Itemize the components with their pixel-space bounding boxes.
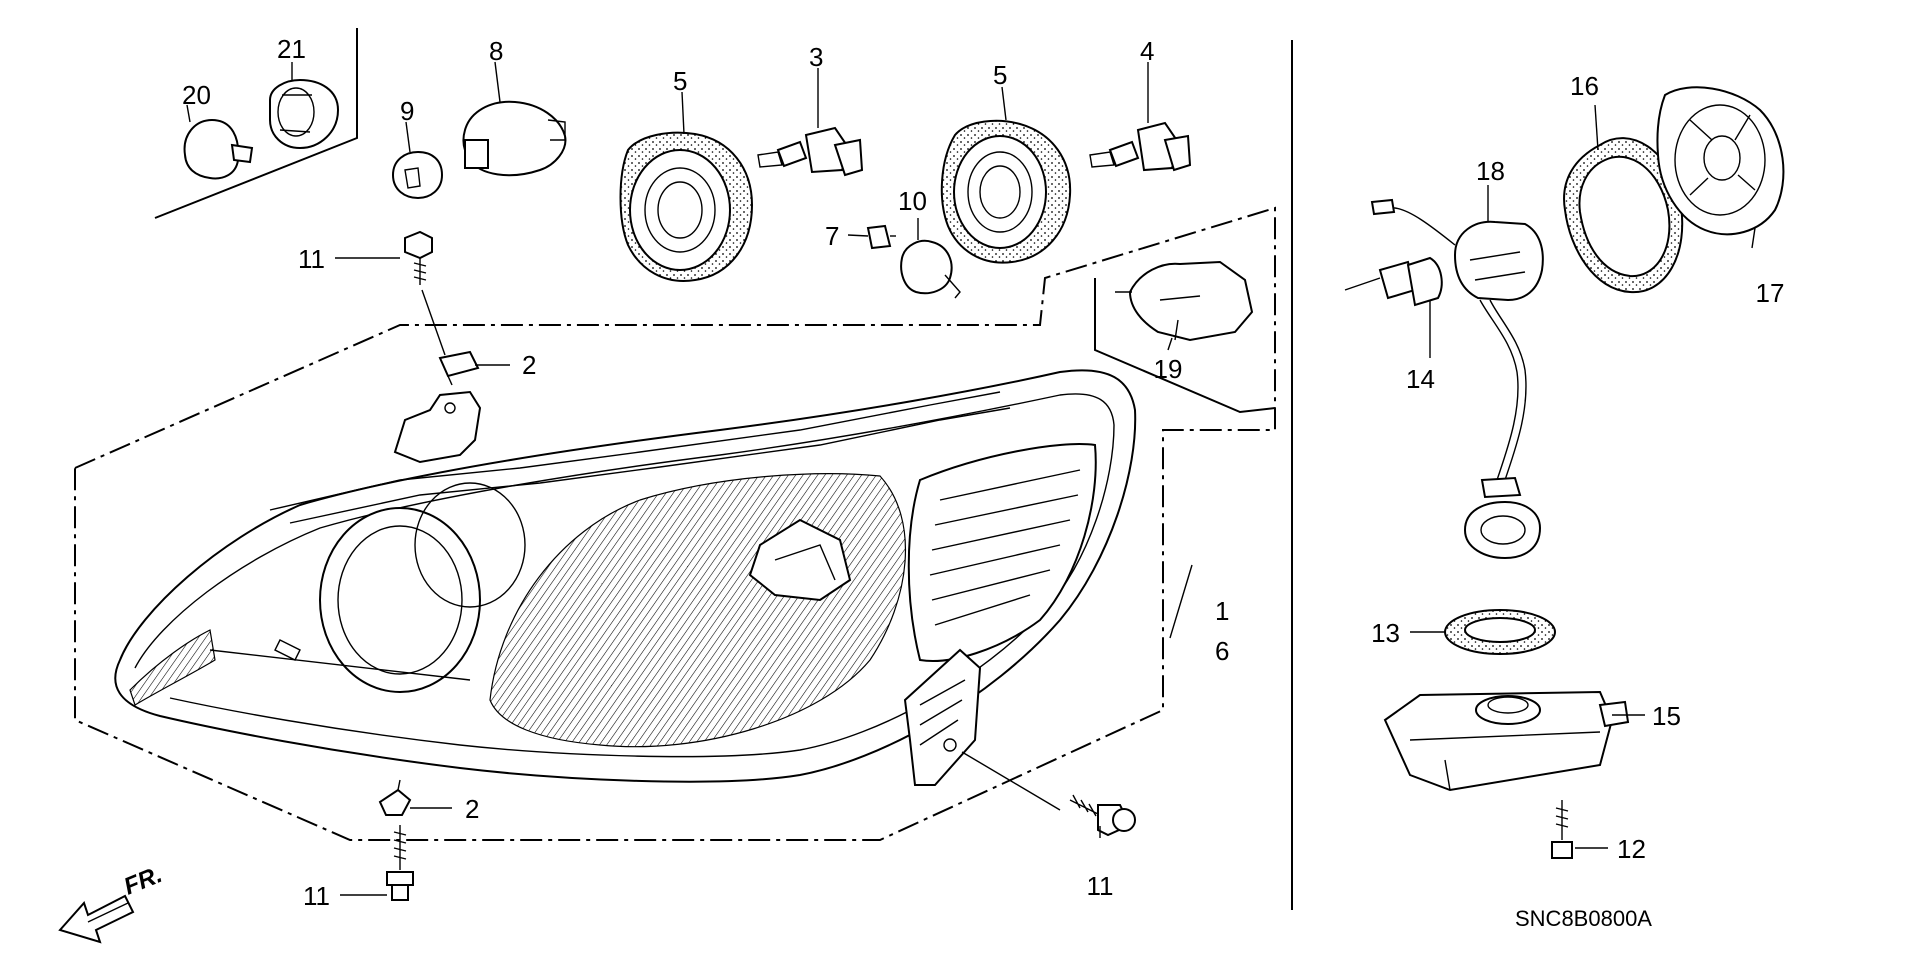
lamp-19	[1115, 260, 1254, 342]
connector-18-lower	[1463, 476, 1542, 560]
callout-11-lower-right: 11	[1087, 871, 1114, 901]
callout-16: 16	[1570, 71, 1599, 101]
screw-lower-left	[386, 825, 414, 901]
projector-lens	[319, 482, 526, 693]
side-marker-section	[907, 443, 1097, 662]
cap-17	[1656, 86, 1785, 249]
lamp-group-frame	[1094, 278, 1276, 414]
callout-10: 10	[898, 186, 927, 216]
diagram-code: SNC8B0800A	[1515, 906, 1652, 931]
callout-5-left: 5	[673, 66, 687, 96]
callout-19: 19	[1154, 354, 1183, 384]
callout-14: 14	[1406, 364, 1435, 394]
callout-11-upper: 11	[298, 244, 325, 274]
callout-9: 9	[400, 96, 414, 126]
callout-5-right: 5	[993, 60, 1007, 90]
callout-2-lower: 2	[465, 794, 479, 824]
clip-lower	[378, 779, 412, 816]
screw-upper	[404, 230, 446, 356]
front-direction-arrow-icon: FR.	[58, 861, 166, 944]
gasket-16	[1563, 104, 1684, 294]
callout-4: 4	[1140, 36, 1154, 66]
callout-8: 8	[489, 36, 503, 66]
bulb-7	[847, 224, 896, 250]
leader-lines	[186, 61, 1645, 896]
socket-group-frame	[154, 28, 358, 219]
callout-1: 1	[1215, 596, 1229, 626]
lower-mount-bracket	[903, 648, 982, 786]
bulb-14	[1344, 256, 1443, 358]
cover-5-left	[619, 131, 754, 282]
cover-5-right	[940, 119, 1072, 264]
socket-10	[900, 218, 961, 299]
callout-18: 18	[1476, 156, 1505, 186]
ballast-15	[1383, 690, 1630, 792]
reflector-bowl	[489, 473, 906, 748]
callout-11-lower-left: 11	[303, 881, 330, 911]
callout-7: 7	[825, 221, 839, 251]
bulb-wedge-20	[183, 118, 254, 180]
clip-upper	[438, 350, 480, 386]
assembly-dash-frame	[74, 206, 1276, 841]
callout-2-upper: 2	[522, 350, 536, 380]
bulb-3	[757, 68, 864, 177]
screw-lower-right	[961, 751, 1136, 837]
callout-17: 17	[1756, 278, 1785, 308]
lower-trim	[129, 629, 471, 706]
callout-3: 3	[809, 42, 823, 72]
socket-8	[462, 100, 567, 177]
upper-mount-bracket	[393, 390, 482, 464]
callout-21: 21	[277, 34, 306, 64]
front-direction-label: FR.	[120, 861, 166, 901]
callout-12: 12	[1617, 834, 1646, 864]
bulb-4	[1089, 62, 1192, 172]
gasket-13	[1444, 609, 1556, 655]
screw-12	[1551, 800, 1573, 859]
igniter-18	[1370, 198, 1544, 481]
callout-15: 15	[1652, 701, 1681, 731]
socket-21	[269, 78, 340, 150]
callout-labels: 20 21 8 9 5 3 5 4 10 7 11 2 19 1 6 2 11 …	[182, 34, 1784, 931]
socket-9	[391, 150, 444, 200]
callout-6: 6	[1215, 636, 1229, 666]
callout-13: 13	[1371, 618, 1400, 648]
callout-20: 20	[182, 80, 211, 110]
